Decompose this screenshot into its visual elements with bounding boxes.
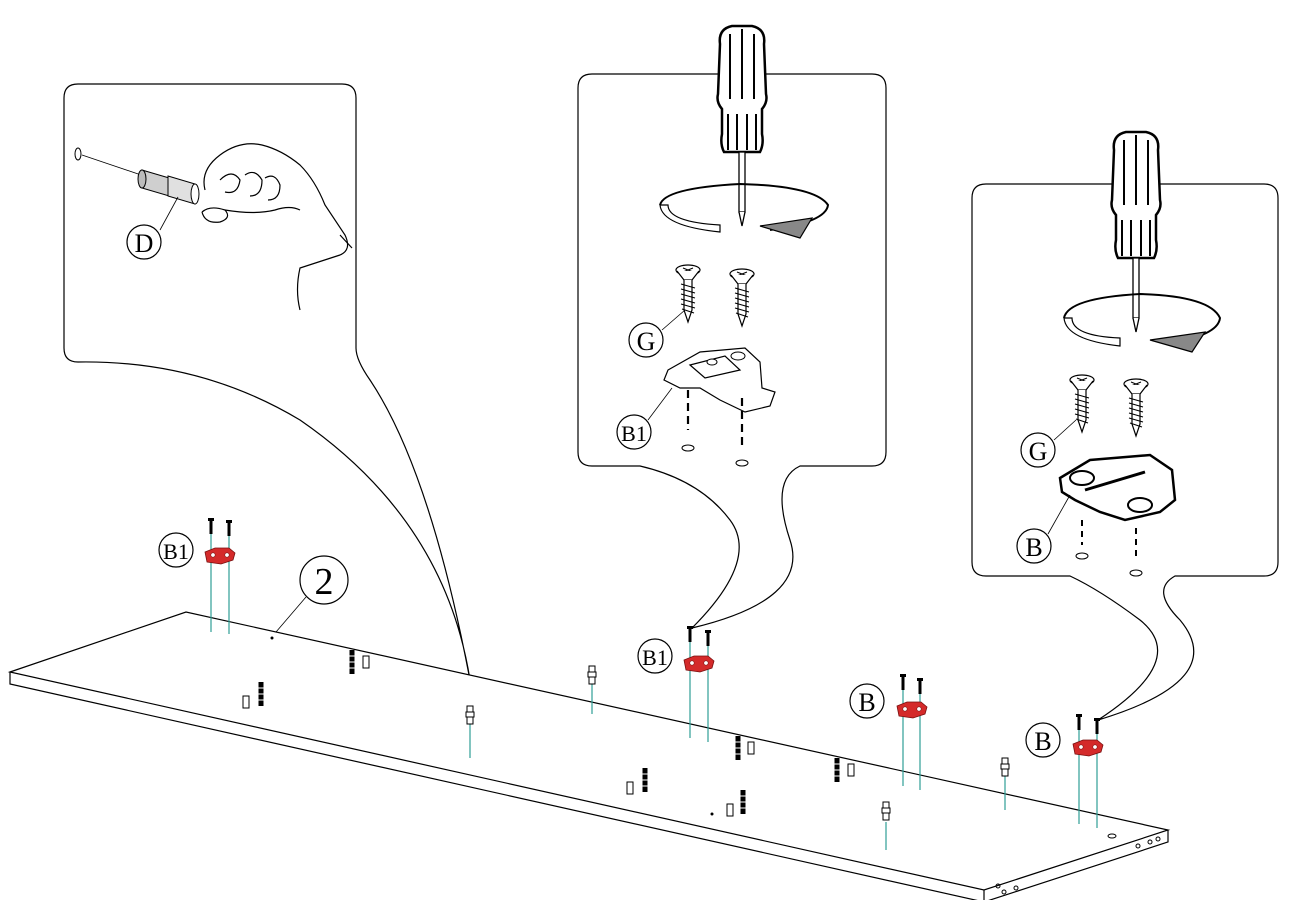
shelf-pin [1000, 757, 1010, 810]
svg-text:B1: B1 [642, 645, 668, 670]
hinge-plate-b1-left [204, 516, 236, 634]
svg-text:B: B [1025, 533, 1042, 562]
rotation-arrow-icon [659, 182, 830, 239]
label-hinge-plate-b: B [849, 683, 885, 719]
shelf-pin [587, 665, 597, 714]
screwdriver-icon [1110, 130, 1162, 334]
svg-text:B: B [1034, 727, 1051, 756]
shelf-pin [465, 705, 475, 758]
hinge-plate-b-middle [896, 672, 928, 790]
svg-text:B1: B1 [163, 539, 189, 564]
hinge-plate-icon [1058, 453, 1177, 522]
label-part-number: 2 [275, 555, 349, 633]
screw-icon [1123, 378, 1149, 437]
label-hinge-plate-b: B [1025, 722, 1061, 758]
hinge-plate-b-right [1072, 712, 1104, 828]
screwdriver-icon [716, 24, 768, 228]
panel-part-2 [7, 611, 1171, 903]
label-screw: G [1020, 419, 1077, 468]
svg-text:D: D [135, 229, 154, 258]
label-dowel: D [126, 196, 179, 260]
label-hinge-plate-b1: B1 [616, 387, 673, 450]
svg-text:G: G [637, 327, 656, 356]
svg-text:2: 2 [315, 561, 334, 603]
shelf-pin [881, 801, 891, 850]
detail-panel-hinge-plate-b: G B [971, 130, 1279, 721]
screw-icon [675, 264, 701, 323]
label-screw: G [628, 309, 686, 358]
label-hinge-plate-b1: B1 [637, 638, 673, 674]
label-hinge-plate-b1: B1 [158, 532, 194, 568]
hinge-plate-b1-middle [683, 624, 715, 742]
rotation-arrow-icon [1063, 292, 1222, 353]
dowel-icon [137, 169, 200, 205]
label-hinge-plate-b: B [1016, 494, 1071, 564]
detail-panel-dowel: D [63, 83, 471, 681]
screw-icon [1069, 374, 1095, 433]
hinge-plate-icon [663, 347, 776, 413]
svg-text:G: G [1029, 437, 1048, 466]
detail-panel-hinge-plate-b1: G B1 [577, 24, 887, 630]
hand-icon [201, 143, 353, 311]
svg-text:B1: B1 [621, 421, 647, 446]
svg-text:B: B [858, 688, 875, 717]
screw-icon [729, 268, 755, 327]
